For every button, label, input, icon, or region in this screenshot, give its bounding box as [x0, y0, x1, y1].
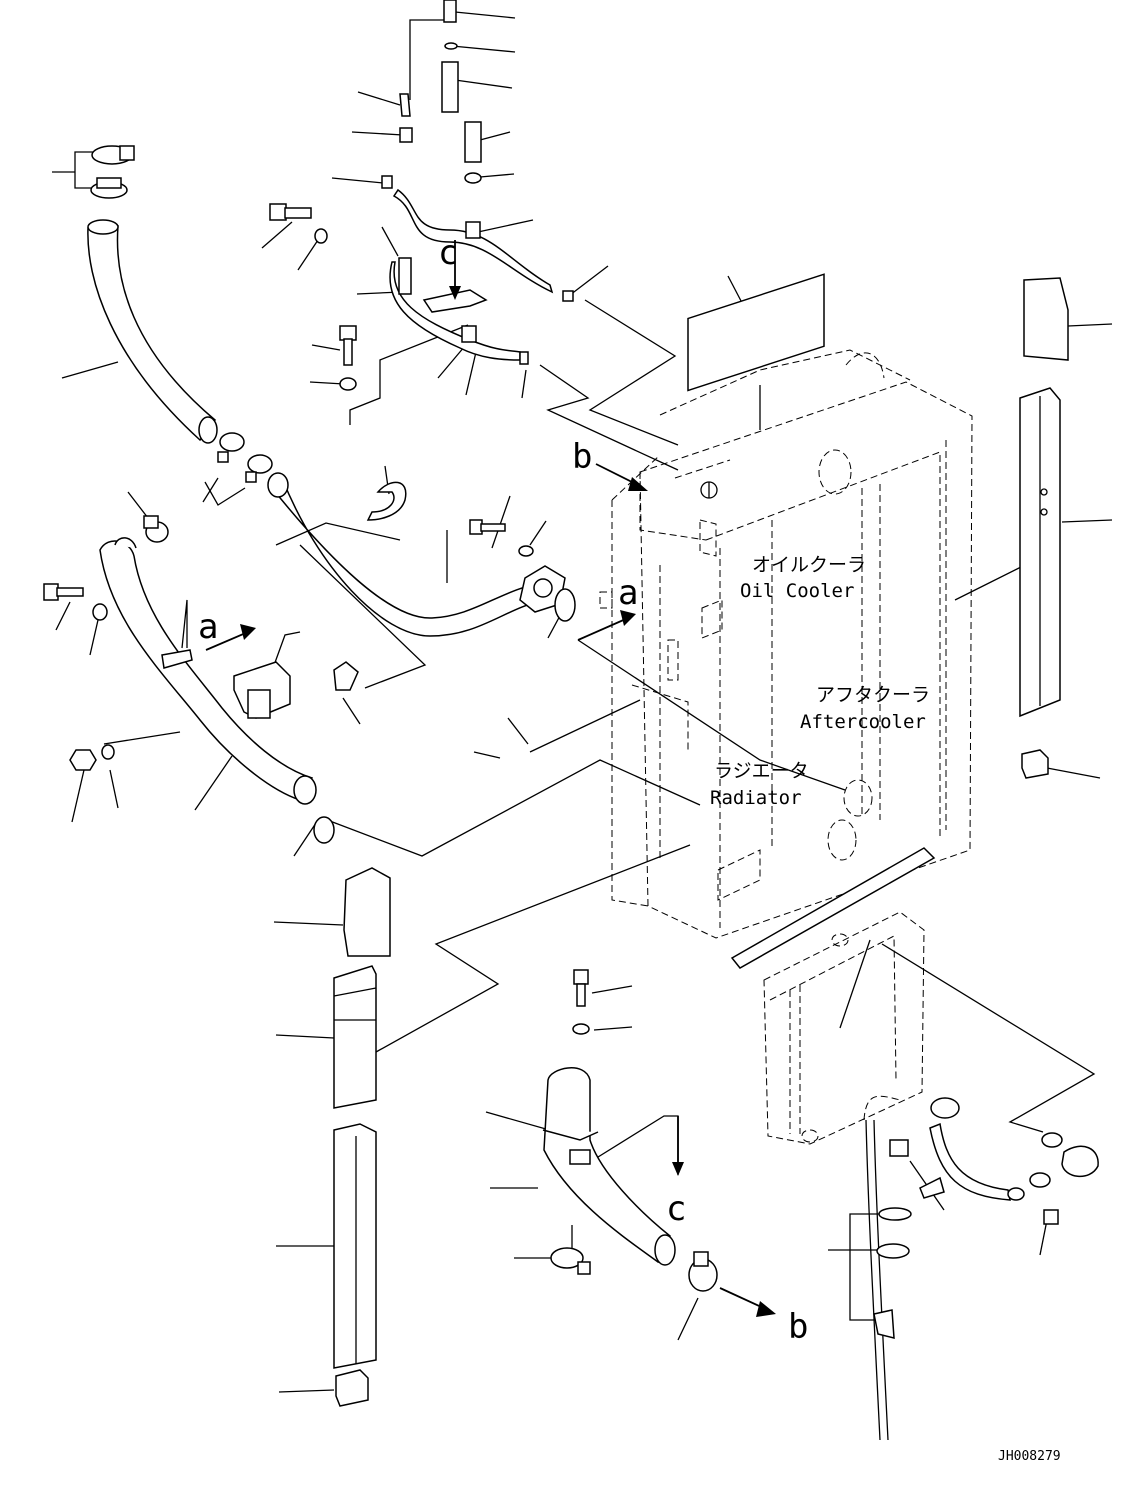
view-marker-c-lower: c	[666, 1189, 686, 1229]
aftercooler-label-en: Aftercooler	[800, 711, 926, 733]
upper-left-hose-assembly	[87, 145, 576, 637]
lower-left-hose-assembly	[43, 537, 359, 844]
spacer-tube	[441, 61, 459, 113]
clip-small	[366, 481, 407, 521]
hose-clamp-upper	[90, 145, 135, 199]
bolt-flange	[469, 519, 506, 535]
lower-middle-pipe	[542, 969, 718, 1292]
washer-flange	[518, 545, 534, 557]
nut-lower	[69, 749, 97, 771]
radiator-label-jp: ラジエータ	[714, 760, 809, 782]
oil-cooler-label-en: Oil Cooler	[740, 580, 854, 602]
cooling-unit	[599, 273, 973, 939]
view-arrows	[205, 240, 776, 1317]
radiator-upper-hose	[87, 225, 217, 442]
bolt-lower-left	[43, 583, 84, 601]
oil-cooler-label-jp: オイルクーラ	[752, 554, 866, 576]
view-marker-a-upper: a	[618, 573, 638, 613]
labels: c b a a c b オイルクーラ Oil Cooler アフタクーラ Aft…	[198, 233, 1061, 1464]
top-seal	[687, 273, 825, 392]
hose-clamp-pair	[217, 432, 273, 483]
hose-clamp-left	[143, 515, 169, 543]
washer-lower-left	[92, 603, 108, 621]
view-marker-b-upper: b	[572, 437, 592, 477]
o-ring-flange	[554, 588, 576, 622]
radiator-lower-hose	[99, 540, 314, 801]
lower-radiator-core	[763, 911, 925, 1145]
bolt-group-mid	[269, 203, 357, 391]
bottom-strip	[730, 847, 936, 969]
leader-lines	[52, 11, 1113, 1393]
left-seal-column	[333, 867, 391, 1407]
washer-lower	[101, 744, 115, 760]
radiator-label-en: Radiator	[710, 787, 802, 809]
breather-tube-assembly	[389, 188, 574, 365]
bolt-top	[464, 121, 482, 163]
drawing-code: JH008279	[998, 1449, 1061, 1464]
right-seals	[1019, 277, 1069, 779]
view-marker-a-lower: a	[198, 607, 218, 647]
overflow-assembly	[863, 1095, 1099, 1441]
mounting-bracket	[233, 661, 291, 719]
clamp-band	[161, 649, 193, 669]
view-marker-b-lower: b	[788, 1307, 808, 1347]
top-fittings	[381, 0, 482, 189]
view-marker-c-upper: c	[438, 233, 458, 273]
gasket-cover	[333, 661, 359, 691]
hose-clamp-lower	[313, 816, 335, 844]
aftercooler-label-jp: アフタクーラ	[816, 684, 930, 706]
